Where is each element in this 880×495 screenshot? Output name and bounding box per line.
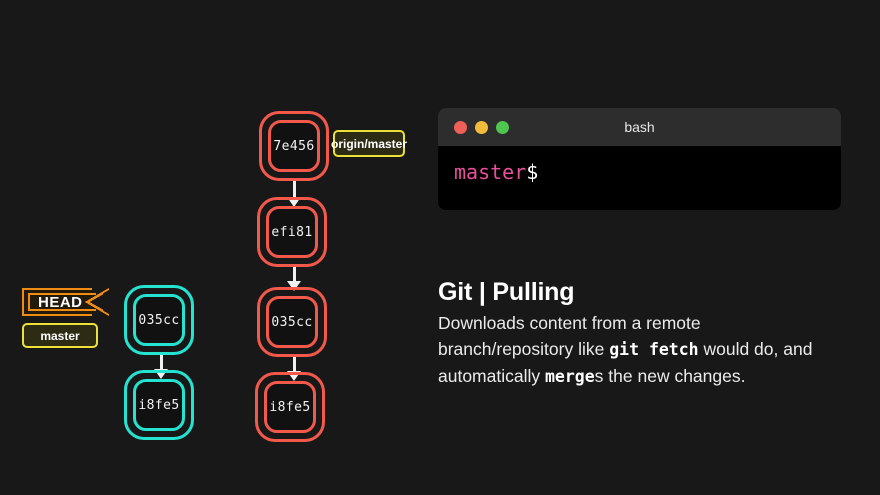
commit-arrow	[287, 357, 301, 381]
prompt-sigil: $	[526, 160, 539, 184]
arrow-shaft	[159, 355, 163, 369]
commit-arrow	[287, 181, 301, 207]
commit-sha: efi81	[271, 224, 313, 240]
remote-commit-node[interactable]: 7e456	[259, 111, 329, 181]
terminal-prompt: master$	[454, 162, 841, 182]
origin-master-tag-label: origin/master	[330, 136, 408, 151]
prompt-branch-name: master	[454, 160, 527, 184]
arrow-head	[287, 281, 301, 291]
commit-inner-ring: 035cc	[133, 294, 185, 346]
head-tag[interactable]: HEAD	[22, 288, 109, 316]
commit-inner-ring: efi81	[266, 206, 318, 258]
commit-sha: i8fe5	[269, 399, 311, 415]
commit-sha: 7e456	[273, 138, 315, 154]
arrow-shaft	[292, 181, 296, 197]
description-paragraph: Downloads content from a remote branch/r…	[438, 310, 828, 390]
commit-sha: 035cc	[138, 312, 180, 328]
commit-inner-ring: i8fe5	[264, 381, 316, 433]
commit-inner-ring: i8fe5	[133, 379, 185, 431]
local-commit-node[interactable]: 035cc	[124, 285, 194, 355]
head-tag-label: HEAD	[38, 293, 83, 311]
remote-commit-node[interactable]: efi81	[257, 197, 327, 267]
commit-inner-ring: 035cc	[266, 296, 318, 348]
minimize-button[interactable]	[475, 120, 488, 134]
maximize-button[interactable]	[496, 120, 509, 134]
commit-sha: i8fe5	[138, 397, 180, 413]
local-commit-node[interactable]: i8fe5	[124, 370, 194, 440]
arrow-shaft	[292, 357, 296, 371]
arrow-head	[287, 197, 301, 207]
master-tag[interactable]: master	[22, 323, 98, 348]
origin-master-tag[interactable]: origin/master	[330, 130, 408, 157]
terminal-body[interactable]: master$	[438, 146, 841, 210]
terminal-window[interactable]: bash master$	[438, 108, 841, 210]
window-controls	[454, 120, 509, 134]
arrow-head	[154, 369, 168, 379]
description-text-3: s the new changes.	[594, 366, 746, 386]
remote-commit-node[interactable]: i8fe5	[255, 372, 325, 442]
page-title: Git | Pulling	[438, 277, 575, 306]
commit-arrow	[154, 355, 168, 379]
close-button[interactable]	[454, 120, 467, 134]
inline-code-merge: merge	[545, 367, 595, 386]
commit-arrow	[287, 267, 301, 291]
master-tag-label: master	[40, 328, 80, 343]
arrow-shaft	[292, 267, 296, 281]
description-text-2: would do, and automatically	[438, 339, 813, 386]
head-tag-chevron-icon	[87, 293, 103, 311]
arrow-head	[287, 371, 301, 381]
description-text-1: Downloads content from a remote branch/r…	[438, 313, 701, 359]
commit-inner-ring: 7e456	[268, 120, 320, 172]
terminal-title-bar[interactable]: bash	[438, 108, 841, 146]
remote-commit-node[interactable]: 035cc	[257, 287, 327, 357]
commit-sha: 035cc	[271, 314, 313, 330]
inline-code-git-fetch: git fetch	[609, 340, 699, 359]
